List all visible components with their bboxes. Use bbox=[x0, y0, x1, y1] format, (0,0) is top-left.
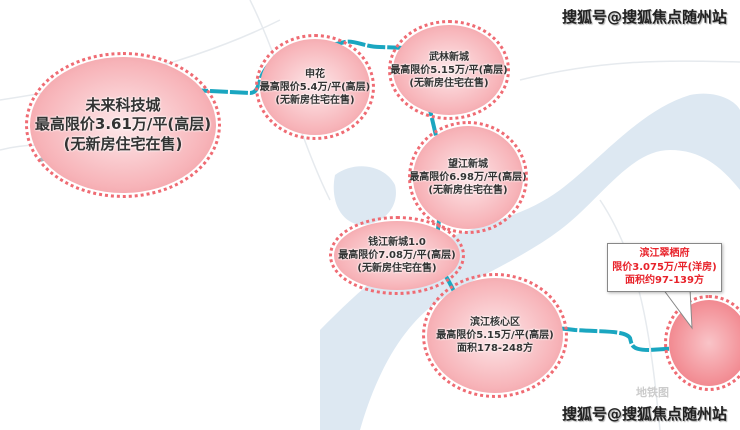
area-note: (无新房住宅在售) bbox=[275, 94, 355, 106]
area-name: 钱江新城1.0 bbox=[368, 237, 426, 248]
area-price: 最高限价5.15万/平(高层) bbox=[436, 330, 554, 341]
callout-price: 限价3.075万/平(洋房) bbox=[612, 261, 717, 273]
callout-name: 滨江翠栖府 bbox=[639, 248, 690, 260]
area-price: 最高限价5.4万/平(高层) bbox=[259, 81, 371, 93]
area-note: (无新房住宅在售) bbox=[63, 134, 183, 153]
area-bubble-shenhua: 申花 最高限价5.4万/平(高层) (无新房住宅在售) bbox=[255, 34, 375, 140]
area-bubble-binjiang: 滨江核心区 最高限价5.15万/平(高层) 面积178-248方 bbox=[422, 273, 568, 398]
watermark-top: 搜狐号@搜狐焦点随州站 bbox=[562, 8, 728, 26]
area-bubble-wulin: 武林新城 最高限价5.15万/平(高层) (无新房住宅在售) bbox=[388, 20, 510, 120]
area-bubble-weilai: 未来科技城 最高限价3.61万/平(高层) (无新房住宅在售) bbox=[25, 52, 221, 198]
area-price: 最高限价5.15万/平(高层) bbox=[390, 64, 508, 76]
watermark-bottom: 搜狐号@搜狐焦点随州站 bbox=[562, 405, 728, 423]
area-name: 望江新城 bbox=[448, 159, 488, 170]
project-callout: 滨江翠栖府 限价3.075万/平(洋房) 面积约97-139方 bbox=[607, 243, 722, 292]
area-bubble-wangjiang: 望江新城 最高限价6.98万/平(高层) (无新房住宅在售) bbox=[408, 121, 528, 234]
lake bbox=[333, 166, 396, 225]
area-note: (无新房住宅在售) bbox=[409, 77, 489, 89]
map-logo: 地铁图 bbox=[636, 386, 669, 399]
area-name: 武林新城 bbox=[429, 51, 469, 63]
area-name: 未来科技城 bbox=[85, 95, 161, 114]
area-bubble-qianjiang: 钱江新城1.0 最高限价7.08万/平(高层) (无新房住宅在售) bbox=[329, 216, 465, 295]
area-note: (无新房住宅在售) bbox=[357, 263, 437, 274]
area-name: 申花 bbox=[305, 68, 325, 80]
area-price: 最高限价6.98万/平(高层) bbox=[409, 172, 527, 183]
callout-area: 面积约97-139方 bbox=[625, 275, 704, 287]
area-price: 最高限价3.61万/平(高层) bbox=[34, 115, 212, 134]
project-location-bubble bbox=[664, 295, 740, 391]
area-note: 面积178-248方 bbox=[457, 343, 533, 354]
area-note: (无新房住宅在售) bbox=[428, 185, 508, 196]
area-name: 滨江核心区 bbox=[470, 317, 520, 328]
area-price: 最高限价7.08万/平(高层) bbox=[338, 250, 456, 261]
